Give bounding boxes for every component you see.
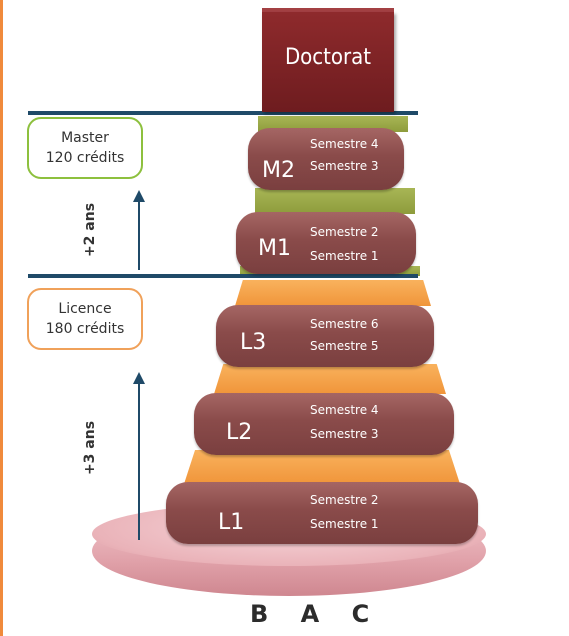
l1-semester-bottom: Semestre 1 — [310, 517, 379, 531]
licence-band-3 — [184, 450, 460, 484]
master-box-credits: 120 crédits — [45, 150, 125, 166]
master-band-mid — [255, 188, 415, 214]
m2-code: M2 — [262, 158, 295, 183]
l3-code: L3 — [240, 330, 267, 355]
licence-box-title: Licence — [58, 301, 112, 317]
l1-semester-top: Semestre 2 — [310, 493, 379, 507]
licence-band-2 — [214, 364, 446, 394]
m1-semester-top: Semestre 2 — [310, 225, 379, 239]
licence-credits-box: Licence 180 crédits — [27, 288, 143, 350]
l3-semester-bottom: Semestre 5 — [310, 339, 379, 353]
master-credits-box: Master 120 crédits — [27, 117, 143, 179]
left-accent-rule — [0, 0, 3, 636]
l2-block — [194, 393, 454, 455]
m2-semester-bottom: Semestre 3 — [310, 159, 379, 173]
master-licence-separator — [28, 274, 418, 278]
m1-semester-bottom: Semestre 1 — [310, 249, 379, 263]
m1-code: M1 — [258, 236, 291, 261]
l3-semester-top: Semestre 6 — [310, 317, 379, 331]
l2-semester-top: Semestre 4 — [310, 403, 379, 417]
doctorat-label: Doctorat — [284, 45, 372, 70]
l2-semester-bottom: Semestre 3 — [310, 427, 379, 441]
licence-duration-arrow-icon — [133, 372, 145, 540]
bac-label: B A C — [250, 600, 382, 628]
master-duration-label: +2 ans — [82, 202, 98, 258]
m2-semester-top: Semestre 4 — [310, 137, 379, 151]
l1-block — [166, 482, 478, 544]
l1-code: L1 — [218, 510, 245, 535]
m2-block — [248, 128, 404, 190]
m1-block — [236, 212, 416, 274]
licence-box-credits: 180 crédits — [45, 321, 125, 337]
licence-band-top — [235, 280, 431, 306]
master-box-title: Master — [61, 130, 109, 146]
l2-code: L2 — [226, 420, 253, 445]
licence-duration-label: +3 ans — [82, 420, 98, 476]
master-duration-arrow-icon — [133, 190, 145, 270]
master-top-separator — [28, 111, 418, 115]
doctorat-block-top — [262, 8, 394, 14]
doctorat-block — [262, 12, 394, 112]
l3-block — [216, 305, 434, 367]
